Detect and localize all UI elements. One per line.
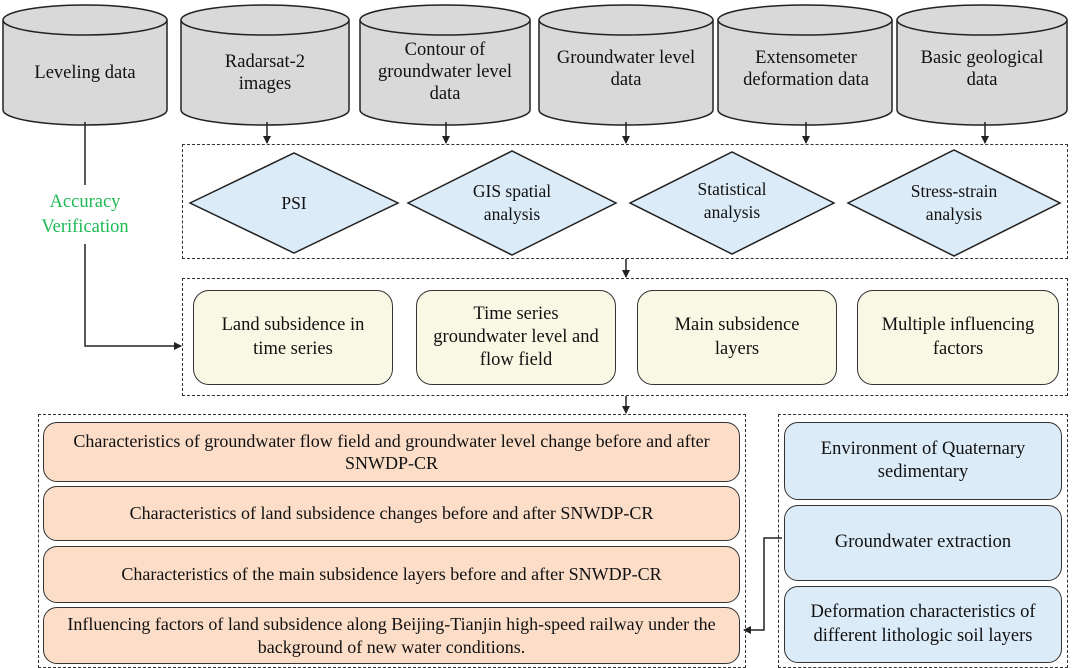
cylinder-groundwater (538, 4, 714, 126)
characteristic-land-subsidence: Characteristics of land subsidence chang… (43, 486, 740, 541)
characteristic-influencing-factors: Influencing factors of land subsidence a… (43, 607, 740, 664)
results-frame (182, 278, 1068, 396)
method-gis: GIS spatial analysis (472, 181, 552, 224)
factor-groundwater-extraction: Groundwater extraction (784, 505, 1062, 581)
characteristic-flow-field: Characteristics of groundwater flow fiel… (43, 422, 740, 482)
source-geological: Basic geological data (920, 47, 1044, 90)
result-groundwater-flow: Time series groundwater level and flow f… (416, 290, 616, 385)
cylinder-extensometer (717, 4, 893, 126)
accuracy-verification-label: Accuracy Verification (41, 192, 129, 237)
cylinder-leveling (2, 4, 168, 126)
connectors (84, 122, 989, 634)
source-extensometer: Extensometer deformation data (743, 47, 869, 90)
diamond-statistical (628, 151, 836, 255)
method-stress: Stress-strain analysis (910, 181, 998, 224)
method-statistical: Statistical analysis (697, 179, 767, 222)
source-leveling: Leveling data (34, 62, 136, 83)
diamond-gis (406, 150, 618, 256)
cylinder-contour (359, 4, 531, 126)
cylinder-geological (896, 4, 1068, 126)
methods-frame (182, 144, 1068, 259)
result-influencing-factors: Multiple influencing factors (857, 290, 1059, 385)
diamond-stress (846, 149, 1062, 257)
characteristic-subsidence-layers: Characteristics of the main subsidence l… (43, 546, 740, 603)
source-contour: Contour of groundwater level data (377, 39, 513, 105)
diamond-psi (188, 152, 400, 254)
cylinder-radarsat (180, 4, 350, 126)
method-psi: PSI (281, 192, 307, 213)
factor-deformation: Deformation characteristics of different… (784, 586, 1062, 663)
factor-quaternary: Environment of Quaternary sedimentary (784, 422, 1062, 500)
result-subsidence-layers: Main subsidence layers (637, 290, 837, 385)
result-land-subsidence: Land subsidence in time series (193, 290, 393, 385)
source-groundwater: Groundwater level data (556, 47, 696, 90)
source-radarsat: Radarsat-2 images (224, 51, 306, 94)
